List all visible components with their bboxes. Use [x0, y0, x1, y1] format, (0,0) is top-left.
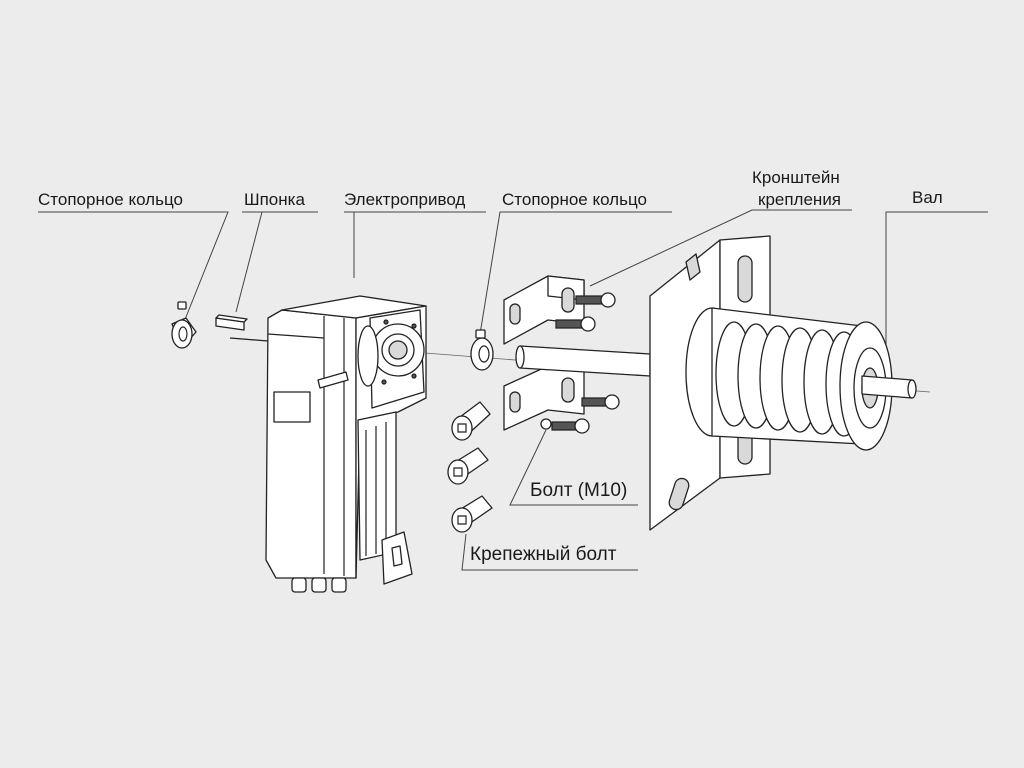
- leader-retaining-ring-right: [479, 211, 672, 335]
- key-part: [215, 314, 248, 331]
- retaining-ring-left-label: Стопорное кольцо: [38, 190, 183, 209]
- bolt-m10-parts: [540, 292, 620, 434]
- cable-drum-part: [685, 307, 893, 451]
- leader-shaft: [885, 211, 988, 372]
- key-label: Шпонка: [244, 190, 305, 209]
- mounting-bracket-label-line1: Кронштейн: [752, 168, 840, 187]
- electric-drive-part: [229, 295, 427, 593]
- leader-electric-drive: [344, 211, 486, 278]
- shaft-label: Вал: [912, 188, 943, 207]
- leader-mounting-bracket: [589, 209, 852, 287]
- retaining-ring-left-part: [171, 301, 197, 349]
- leader-fastening-bolt: [461, 533, 638, 571]
- electric-drive-label: Электропривод: [344, 190, 466, 209]
- fastening-bolt-label: Крепежный болт: [470, 544, 617, 565]
- leader-bolt-m10: [509, 429, 638, 506]
- leader-lines: [38, 209, 988, 571]
- leader-retaining-ring-left: [38, 211, 229, 323]
- leader-key: [235, 211, 318, 313]
- retaining-ring-right-part: [470, 329, 494, 371]
- fastening-bolt-parts: [447, 401, 493, 533]
- mounting-bracket-label-line2: крепления: [758, 190, 842, 209]
- retaining-ring-right-label: Стопорное кольцо: [502, 190, 647, 209]
- shaft-end-part: [861, 375, 917, 399]
- bolt-m10-label: Болт (M10): [530, 480, 628, 501]
